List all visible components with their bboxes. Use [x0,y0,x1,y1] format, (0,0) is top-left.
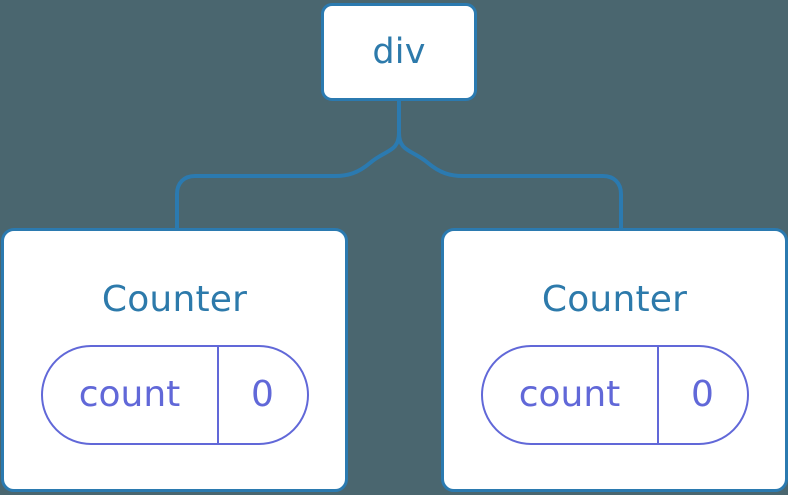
state-value-cell-1: 0 [219,347,307,443]
connector-branch-right [397,131,623,232]
connector-branch-left [175,131,401,232]
state-value-label-2: 0 [691,374,714,415]
state-key-label-1: count [78,374,181,415]
state-value-label-1: 0 [251,374,274,415]
state-value-cell-2: 0 [659,347,747,443]
node-div[interactable]: div [321,3,477,101]
node-counter-2-title: Counter [541,279,688,320]
node-div-label: div [372,31,426,72]
state-key-cell-1: count [43,347,219,443]
node-counter-1[interactable]: Counter count 0 [1,228,348,492]
state-key-cell-2: count [483,347,659,443]
node-counter-1-title: Counter [101,279,248,320]
state-key-label-2: count [518,374,621,415]
node-counter-2[interactable]: Counter count 0 [441,228,788,492]
state-pill-1[interactable]: count 0 [40,345,309,445]
state-pill-2[interactable]: count 0 [480,345,749,445]
